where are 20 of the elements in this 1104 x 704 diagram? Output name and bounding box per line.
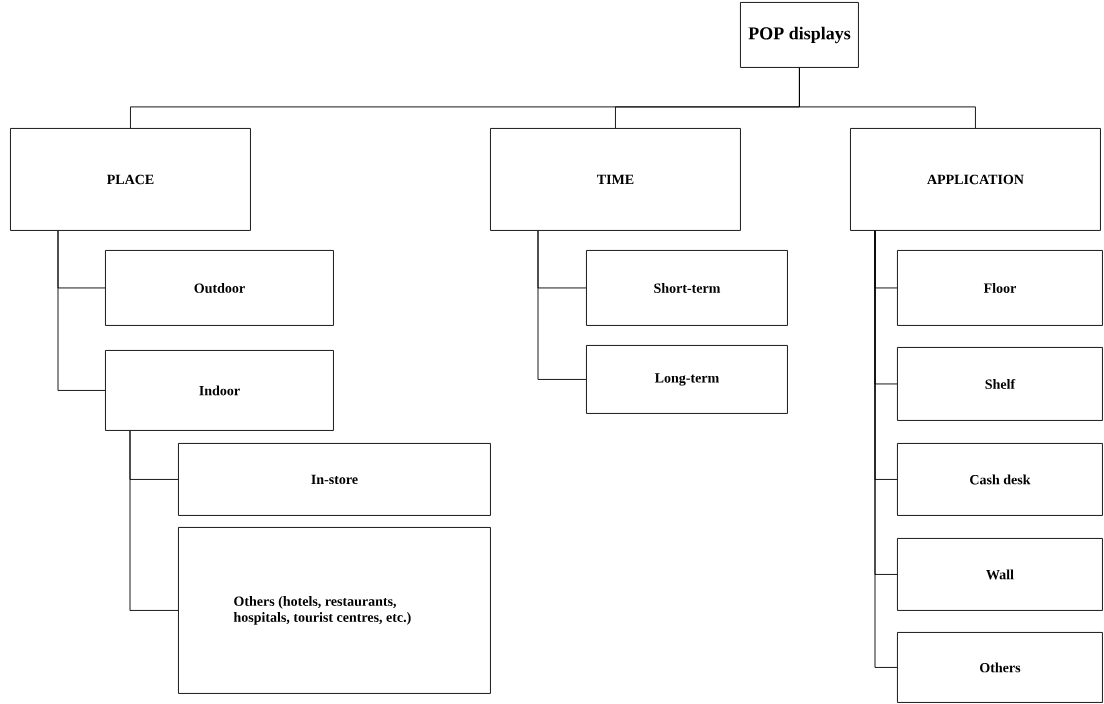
- item-box: Long-term: [586, 345, 788, 414]
- connector-line: [799, 67, 976, 129]
- category-box: TIME: [490, 128, 741, 231]
- item-box: Floor: [897, 250, 1103, 326]
- item-box: Others (hotels, restaurants, hospitals, tourist centres, etc.): [178, 527, 491, 694]
- connector-line: [57, 230, 106, 391]
- category-box: PLACE: [10, 128, 251, 231]
- item-box: Others: [897, 632, 1103, 703]
- category-box: APPLICATION: [850, 128, 1101, 231]
- item-box: Shelf: [897, 347, 1103, 421]
- item-box: Cash desk: [897, 443, 1103, 516]
- item-box: Wall: [897, 538, 1103, 611]
- connector-line: [537, 230, 587, 380]
- connector-line: [129, 430, 179, 611]
- root-box: POP displays: [740, 2, 859, 68]
- connector-line: [874, 230, 898, 668]
- item-box: In-store: [178, 443, 491, 516]
- item-box: Short-term: [586, 250, 788, 326]
- item-box: Indoor: [105, 350, 334, 431]
- item-box: Outdoor: [105, 250, 334, 326]
